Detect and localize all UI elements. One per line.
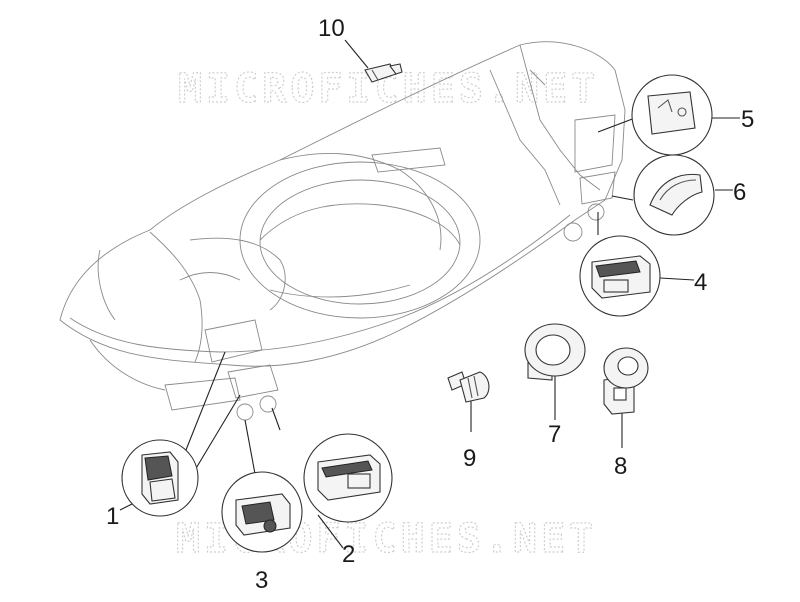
part-5-cover[interactable] (631, 74, 713, 156)
callout-5: 5 (741, 106, 754, 133)
part-9-bulb[interactable] (447, 371, 490, 403)
callout-8: 8 (614, 453, 627, 480)
callout-2: 2 (342, 541, 355, 568)
part-1-switch[interactable] (121, 439, 199, 517)
part-8-lock[interactable] (603, 347, 649, 415)
callout-7: 7 (548, 421, 561, 448)
callout-10: 10 (318, 15, 345, 42)
part-4-switch[interactable] (579, 235, 661, 317)
callout-6: 6 (733, 179, 746, 206)
callout-3: 3 (255, 567, 268, 594)
callout-9: 9 (463, 445, 476, 472)
part-7-ring[interactable] (524, 323, 586, 381)
callout-1: 1 (106, 503, 119, 530)
part-10-connector[interactable] (364, 63, 403, 83)
part-6-cover[interactable] (633, 154, 715, 236)
part-2-switch[interactable] (303, 433, 393, 523)
callout-4: 4 (694, 269, 707, 296)
part-3-switch[interactable] (221, 471, 303, 553)
dashboard-outline (59, 41, 626, 421)
